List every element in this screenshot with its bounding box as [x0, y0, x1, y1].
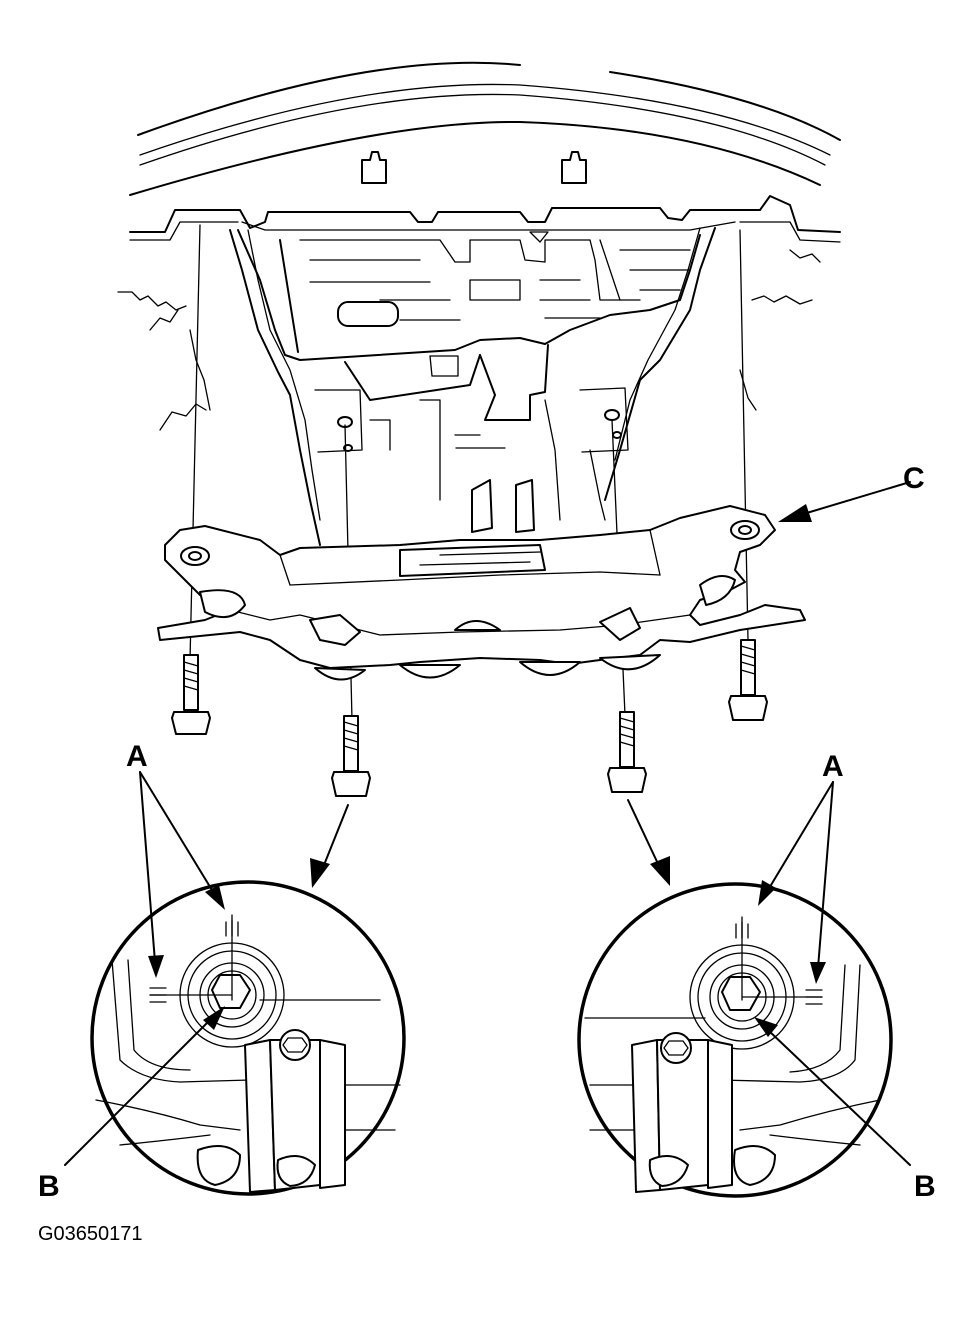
leader-a-left: [139, 771, 225, 978]
callout-c: C: [903, 462, 925, 495]
leader-b-left: [64, 1006, 225, 1166]
subframe-c: [157, 479, 806, 681]
underbody-flange: [129, 195, 841, 243]
body-side-edges: [117, 249, 821, 431]
leader-b-right: [754, 1017, 911, 1166]
body-mount-holes: [337, 409, 622, 452]
body-arc: [129, 61, 841, 196]
bolt-left-outer: [171, 654, 211, 735]
leader-c: [778, 481, 911, 522]
bolt-right-outer: [728, 639, 768, 721]
detail-circle-right: [577, 882, 893, 1198]
bolt-right-inner: [607, 711, 647, 793]
detail-circle-left: [90, 880, 406, 1196]
callout-b-left: B: [38, 1170, 60, 1203]
callout-a-right: A: [822, 750, 844, 783]
side-rails: [229, 227, 716, 546]
bolt-left-inner: [331, 715, 371, 797]
callout-a-left: A: [126, 740, 148, 773]
callout-b-right: B: [914, 1170, 936, 1203]
figure-id: G03650171: [38, 1223, 143, 1245]
floor-pan: [237, 229, 701, 421]
detail-arrows: [310, 799, 670, 888]
leader-a-right: [758, 781, 834, 984]
